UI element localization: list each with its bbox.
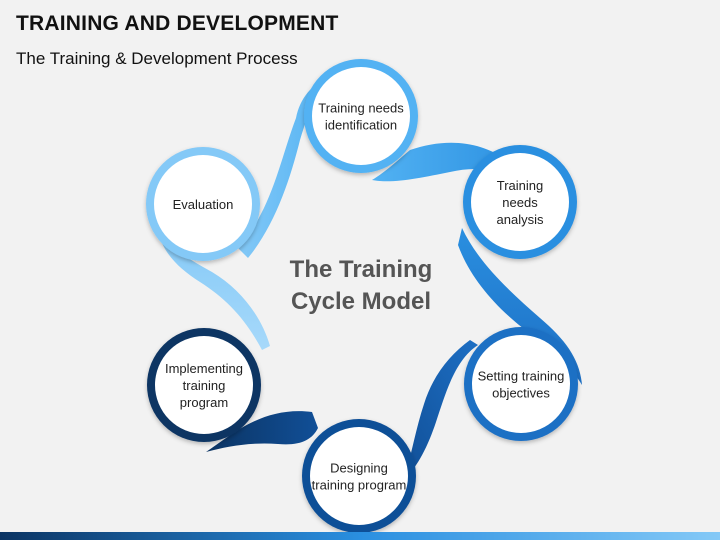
center-title-line-1: The Training (290, 256, 433, 283)
cycle-node-designing-training-program: Designing training program (302, 419, 416, 533)
node-label-line: program (180, 395, 228, 410)
ribbon-evaluation-to-identification (238, 76, 330, 258)
node-label-line: Training (497, 178, 543, 193)
node-label-line: Evaluation (173, 197, 234, 212)
node-face (471, 153, 569, 251)
node-label-line: needs (502, 195, 538, 210)
cycle-node-evaluation: Evaluation (146, 147, 260, 261)
node-face (472, 335, 570, 433)
node-label-line: analysis (497, 212, 544, 227)
ribbon-implementing-to-evaluation (158, 230, 270, 350)
bottom-accent-bar (0, 532, 720, 540)
node-label-line: Designing (330, 461, 388, 476)
page-subtitle: The Training & Development Process (16, 49, 298, 68)
node-face (154, 155, 252, 253)
node-face (310, 427, 408, 525)
ribbon-designing-to-implementing (206, 411, 318, 452)
center-title-line-2: Cycle Model (291, 288, 431, 315)
node-face (312, 67, 410, 165)
node-label-line: objectives (492, 386, 550, 401)
node-label-line: training (183, 378, 226, 393)
node-label-line: identification (325, 118, 397, 133)
cycle-node-training-needs-identification: Training needs identification (304, 59, 418, 173)
page-title: TRAINING AND DEVELOPMENT (16, 12, 339, 35)
cycle-node-implementing-training-program: Implementing training program (147, 328, 261, 442)
node-label-line: training program (312, 478, 407, 493)
cycle-node-training-needs-analysis: Training needs analysis (463, 145, 577, 259)
cycle-node-setting-training-objectives: Setting training objectives (464, 327, 578, 441)
node-label-line: Setting training (478, 369, 565, 384)
node-label-line: Implementing (165, 361, 243, 376)
node-label-line: Training needs (318, 101, 404, 116)
node-face (155, 336, 253, 434)
ribbon-objectives-to-designing (404, 340, 478, 480)
